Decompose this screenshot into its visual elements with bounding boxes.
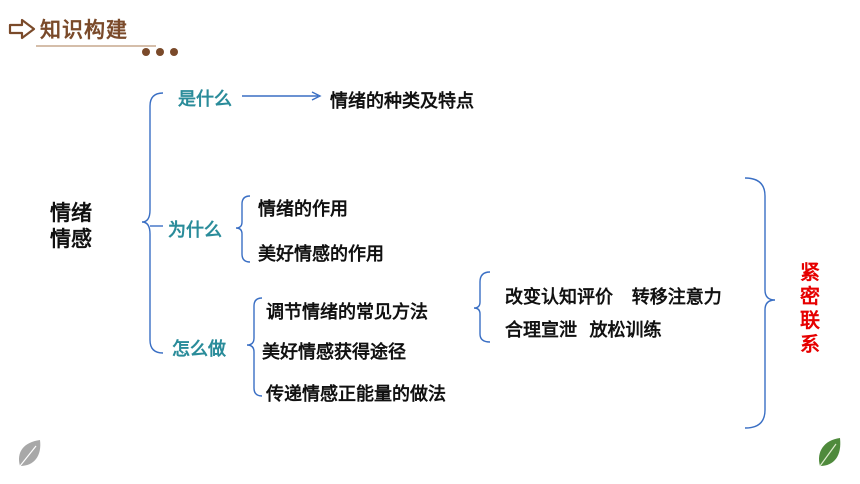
header-dot (156, 48, 164, 56)
root-line-1: 情绪 (50, 201, 92, 225)
leaf-how-1: 调节情绪的常见方法 (266, 302, 428, 323)
leaf-how-2: 美好情感获得途径 (262, 342, 406, 363)
leaf-icon-gray (18, 440, 41, 467)
leaf-why-2: 美好情感的作用 (258, 244, 384, 265)
header-dot (142, 48, 150, 56)
relation-bracket (744, 177, 776, 429)
leaf-icon-green (818, 438, 841, 467)
page-title: 知识构建 (40, 18, 128, 42)
how-bracket (246, 297, 263, 397)
branch-how: 怎么做 (172, 339, 226, 360)
what-arrow-head (311, 91, 322, 101)
root-bracket (141, 92, 164, 354)
leaf-how-3: 传递情感正能量的做法 (266, 384, 446, 405)
methods-row-2: 合理宣泄 放松训练 (505, 320, 662, 341)
leaf-why-1: 情绪的作用 (258, 199, 348, 220)
methods-row-1: 改变认知评价 转移注意力 (505, 287, 722, 308)
branch-why: 为什么 (168, 220, 222, 241)
root-node: 情绪 情感 (50, 200, 92, 252)
why-bracket (235, 195, 251, 263)
relation-label: 紧密联系 (800, 260, 820, 356)
methods-bracket (473, 271, 491, 343)
leaf-what: 情绪的种类及特点 (330, 91, 474, 112)
branch-what: 是什么 (178, 89, 232, 110)
arrow-right-outline-icon (8, 18, 36, 40)
header-underline (36, 45, 156, 47)
root-line-2: 情感 (50, 227, 92, 251)
header-dot (170, 48, 178, 56)
